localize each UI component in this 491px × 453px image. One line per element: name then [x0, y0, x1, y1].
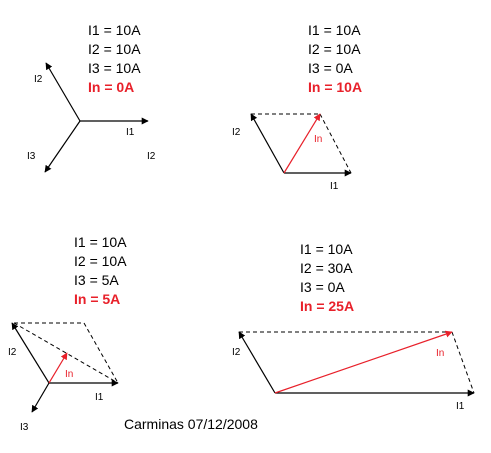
diagram2-currents: I1 = 10A I2 = 10A I3 = 0A In = 10A	[308, 21, 362, 97]
diagram3-dashed-right	[83, 322, 119, 384]
diagram2-phasors: I1 I2 In	[232, 113, 352, 192]
diagram2-in-label: In	[314, 134, 322, 145]
diagram2-dashed-right	[319, 113, 352, 174]
diagram1-i2-value: I2 = 10A	[88, 41, 141, 57]
diagram2-i2-vector	[250, 113, 285, 174]
diagram4-dashed-right	[451, 331, 475, 394]
diagram3-i2-value: I2 = 10A	[74, 253, 127, 269]
diagram4-i1-label: I1	[456, 401, 465, 412]
diagram1-neutral-current: In = 0A	[88, 79, 135, 95]
diagram4-in-label: In	[436, 348, 444, 359]
diagram4-i2-value: I2 = 30A	[300, 260, 353, 276]
diagram4-neutral-current: In = 25A	[300, 298, 355, 314]
diagram3-i3-vector	[31, 382, 50, 413]
diagram3-i1-label: I1	[95, 392, 104, 403]
diagram3-i3-label: I3	[20, 422, 29, 433]
diagram4-i2-label: I2	[232, 347, 241, 358]
diagram1-i2-label: I2	[34, 74, 43, 85]
diagram2-i3-value: I3 = 0A	[308, 60, 353, 76]
diagram3-i2-label: I2	[8, 347, 17, 358]
diagram2-i1-value: I1 = 10A	[308, 22, 361, 38]
diagram4-phasors: I1 I2 In	[232, 330, 475, 412]
diagram2-i2-label: I2	[232, 127, 241, 138]
diagram2-in-vector	[283, 113, 321, 174]
diagram3-i2-vector	[11, 322, 50, 384]
diagram1-i1-label: I1	[126, 127, 135, 138]
diagram1-extra-i2-label: I2	[147, 151, 156, 162]
diagram1-phasors: I1 I2 I3 I2	[27, 62, 156, 173]
diagram1-i3-label: I3	[27, 151, 36, 162]
diagram3-dashed-diagonal	[13, 322, 119, 384]
diagram4-in-vector	[274, 330, 453, 394]
diagram3-in-vector	[48, 352, 68, 384]
diagram1-i2-vector	[45, 62, 81, 122]
diagram1-i1-value: I1 = 10A	[88, 22, 141, 38]
diagram2-neutral-current: In = 10A	[308, 79, 363, 95]
diagram2-i1-label: I1	[330, 181, 339, 192]
diagram1-i3-value: I3 = 10A	[88, 60, 141, 76]
author-date-caption: Carminas 07/12/2008	[124, 416, 258, 432]
diagram3-phasors: I1 I2 I3 In	[8, 322, 119, 433]
diagram1-i3-vector	[44, 120, 81, 173]
diagram3-neutral-current: In = 5A	[74, 291, 121, 307]
diagram1-currents: I1 = 10A I2 = 10A I3 = 10A In = 0A	[88, 21, 141, 97]
diagram3-i1-value: I1 = 10A	[74, 234, 127, 250]
diagram4-i3-value: I3 = 0A	[300, 279, 345, 295]
diagram4-i1-value: I1 = 10A	[300, 241, 353, 257]
diagram3-currents: I1 = 10A I2 = 10A I3 = 5A In = 5A	[74, 233, 127, 309]
diagram4-currents: I1 = 10A I2 = 30A I3 = 0A In = 25A	[300, 240, 354, 316]
diagram4-i2-vector	[238, 331, 276, 394]
diagram3-in-label: In	[65, 369, 73, 380]
diagram3-i3-value: I3 = 5A	[74, 272, 119, 288]
diagram2-i2-value: I2 = 10A	[308, 41, 361, 57]
